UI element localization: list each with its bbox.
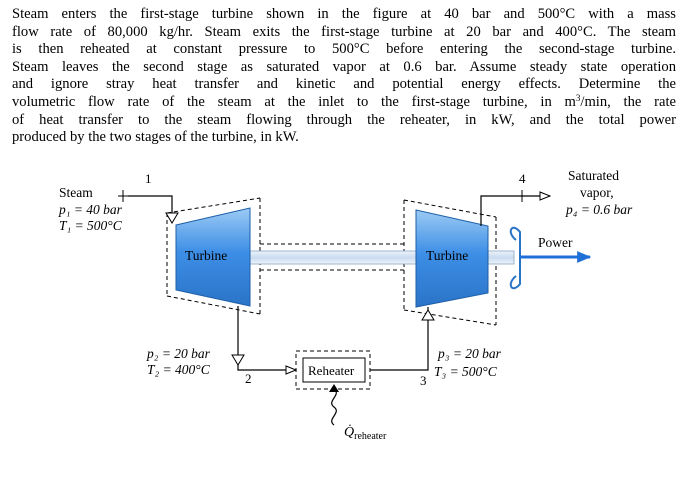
- state-2-pressure: p₂ = 20 bar: [146, 346, 211, 361]
- problem-line-5: and ignore stray heat transfer and kinet…: [12, 76, 676, 93]
- turbine-2-label: Turbine: [426, 248, 468, 263]
- state-4-number: 4: [519, 171, 526, 186]
- problem-line-3: is then reheated at constant pressure to…: [12, 41, 676, 58]
- problem-line-4: Steam leaves the second stage as saturat…: [12, 58, 676, 75]
- heat-transfer-arrow: [331, 388, 337, 426]
- state-2-temperature: T₂ = 400°C: [147, 362, 211, 377]
- problem-line-6-b: /min, the rate: [580, 93, 676, 110]
- problem-line-8: produced by the two stages of the turbin…: [12, 129, 299, 146]
- reheater-outlet-pipe: [370, 307, 429, 371]
- state-3-number: 3: [420, 373, 427, 388]
- reheater-label: Reheater: [308, 363, 355, 378]
- problem-line-7: of heat transfer to the steam flowing th…: [12, 111, 676, 128]
- problem-line-2: flow rate of 80,000 kg/hr. Steam exits t…: [12, 23, 676, 40]
- problem-statement: Steam enters the first-stage turbine sho…: [12, 6, 676, 147]
- state-3-temperature: T₃ = 500°C: [434, 364, 498, 379]
- exit-pipe-4: [480, 196, 550, 226]
- state-4-saturated: Saturated: [568, 168, 619, 183]
- state-1-temperature: T₁ = 500°C: [59, 218, 123, 233]
- cubic-superscript: 3: [575, 92, 581, 103]
- problem-line-6: volumetric flow rate of the steam at the…: [12, 92, 676, 112]
- reheater-box: [302, 357, 366, 383]
- power-label: Power: [538, 235, 573, 250]
- turbine-shaft: [243, 250, 423, 265]
- state-4-vapor: vapor,: [580, 185, 614, 200]
- exit-pipe-2: [237, 306, 296, 370]
- state-2-number: 2: [245, 371, 252, 386]
- state-1-pressure: p₁ = 40 bar: [58, 202, 123, 217]
- q-reheater-symbol: Q̇reheater: [344, 424, 387, 442]
- state-1-number: 1: [145, 171, 152, 186]
- problem-line-6-a: volumetric flow rate of the steam at the…: [12, 93, 576, 110]
- state-3-pressure: p₃ = 20 bar: [437, 346, 502, 361]
- first-stage-turbine: [175, 207, 251, 307]
- inlet-pipe-1: [128, 195, 173, 218]
- state-1-steam-label: Steam: [59, 185, 93, 200]
- turbine-1-label: Turbine: [185, 248, 227, 263]
- problem-line-1: Steam enters the first-stage turbine sho…: [12, 6, 676, 22]
- second-stage-turbine: [415, 209, 489, 308]
- state-4-pressure: p₄ = 0.6 bar: [565, 202, 633, 217]
